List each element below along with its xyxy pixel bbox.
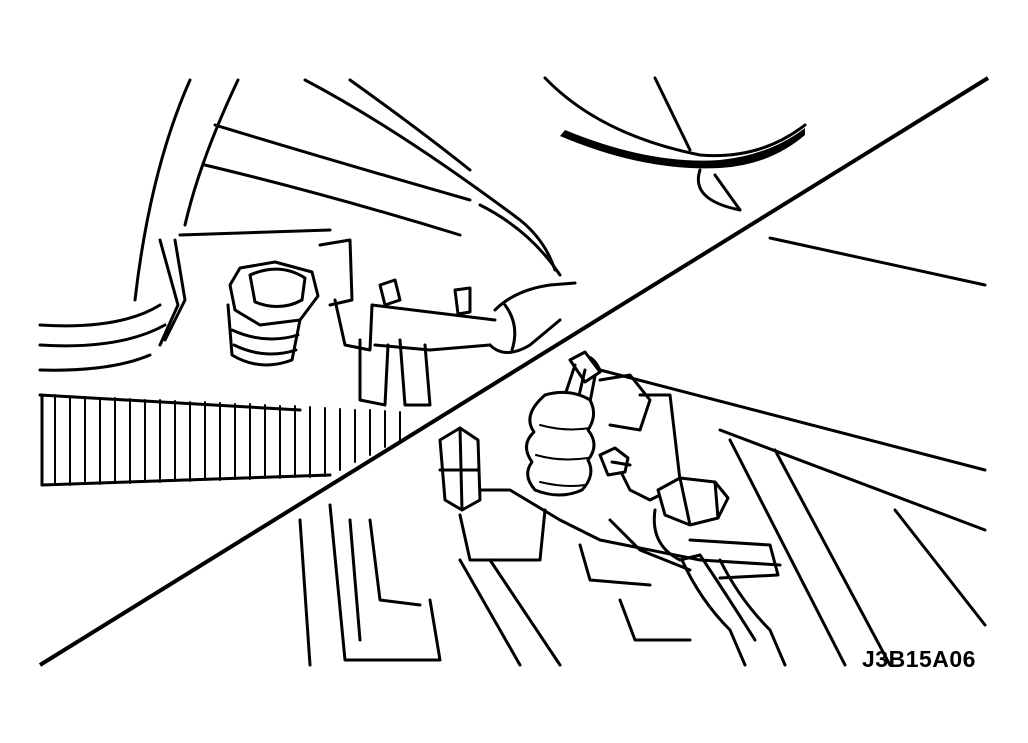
- lower-nut: [438, 426, 482, 512]
- housing-outline: [133, 78, 192, 302]
- view-divider-line: [38, 76, 990, 667]
- lower-bracket: [598, 373, 682, 502]
- figure-code: J3B15A06: [862, 646, 976, 672]
- upper-sensor: [226, 238, 497, 407]
- ground-bolt-cable: [652, 476, 787, 667]
- lower-right-view: [298, 76, 987, 667]
- upper-left-view: [38, 78, 577, 487]
- lower-sensor-boot: [525, 350, 602, 497]
- upper-hose: [488, 281, 577, 354]
- corrugated-conduit: [40, 393, 401, 487]
